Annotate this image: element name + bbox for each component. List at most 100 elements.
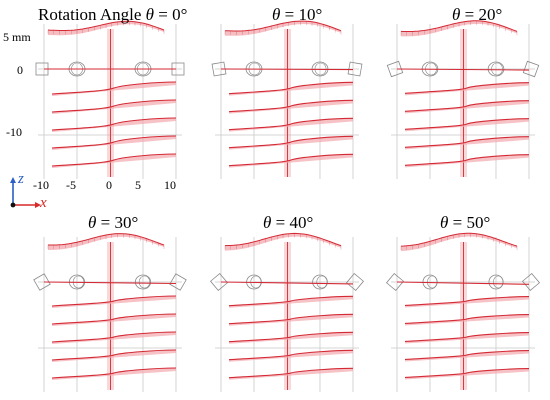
fiber-row-5 (404, 367, 530, 379)
panel-0 (35, 20, 185, 179)
pivot-circle-1 (134, 274, 152, 290)
fiber-wedge-3 (405, 332, 529, 344)
x-tick-0: 0 (106, 178, 112, 192)
fiber-wedge-5 (229, 368, 353, 380)
side-box-0 (209, 272, 229, 292)
fiber-row-2 (228, 313, 354, 325)
fiber-row-1 (228, 295, 354, 307)
side-box-1 (521, 272, 541, 292)
x-axis-label: x (40, 195, 47, 211)
panel-title-1: θ = 10° (272, 5, 323, 24)
fiber-wedge-5 (52, 368, 176, 380)
top-band-edge (400, 20, 518, 32)
fiber-wedge-3 (229, 118, 353, 132)
side-box-1 (345, 272, 365, 292)
fiber-wedge-1 (405, 296, 529, 308)
panel-title-2: θ = 20° (452, 5, 503, 24)
fiber-row-4 (404, 349, 530, 361)
panel-title-4: θ = 40° (263, 213, 314, 232)
side-box-outline-1 (521, 272, 541, 292)
fiber-row-3 (228, 117, 354, 131)
pivot-circle-1 (487, 61, 505, 77)
fiber-row-4 (228, 135, 354, 149)
fiber-row-0 (220, 281, 354, 285)
fiber-wedge-2 (405, 314, 529, 326)
z-tick-0: 0 (17, 63, 23, 77)
fiber-row-0 (43, 281, 177, 285)
top-band-edge (224, 232, 342, 247)
pivot-inner-1 (316, 275, 328, 289)
fiber-row-3 (404, 118, 530, 130)
fiber-row-1 (51, 295, 177, 307)
panel-title-0: Rotation Angle θ = 0° (38, 5, 188, 24)
panel-1 (211, 20, 363, 179)
panel-2 (386, 20, 540, 179)
fiber-row-0 (220, 68, 354, 71)
axis-triad (10, 177, 41, 208)
fiber-wedge-1 (52, 82, 176, 96)
x-tick-10: 10 (164, 178, 176, 192)
fiber-wedge-3 (52, 118, 176, 132)
panel-3 (33, 233, 187, 392)
fiber-row-4 (51, 135, 177, 149)
fiber-wedge-5 (405, 368, 529, 380)
fiber-row-0 (396, 68, 530, 71)
fiber-row-1 (404, 82, 530, 94)
side-box-1 (169, 273, 187, 291)
side-box-outline-0 (386, 60, 404, 78)
fiber-row-4 (51, 349, 177, 361)
side-box-1 (347, 61, 363, 77)
fiber-row-4 (228, 349, 354, 361)
fiber-row-3 (404, 331, 530, 343)
side-box-outline-0 (33, 273, 51, 291)
side-box-outline-1 (522, 60, 540, 78)
fiber-row-5 (404, 154, 530, 166)
fiber-wedge-2 (229, 100, 353, 114)
pivot-inner-1 (138, 275, 151, 289)
fiber-row-5 (51, 153, 177, 167)
side-box-outline-1 (169, 273, 187, 291)
axis-origin (10, 202, 16, 208)
fiber-wedge-5 (52, 154, 176, 168)
fiber-row-2 (51, 313, 177, 325)
fiber-wedge-1 (229, 296, 353, 308)
fiber-wedge-4 (229, 350, 353, 362)
fiber-row-5 (51, 367, 177, 379)
fiber-wedge-2 (52, 314, 176, 326)
fiber-row-3 (51, 117, 177, 131)
fiber-row-2 (228, 99, 354, 113)
fiber-wedge-3 (405, 118, 529, 132)
side-box-outline-0 (211, 61, 227, 77)
side-box-1 (522, 60, 540, 78)
side-box-outline-0 (385, 272, 405, 292)
side-box-outline-0 (209, 272, 229, 292)
pivot-inner-1 (491, 62, 503, 76)
fiber-row-3 (51, 331, 177, 343)
fiber-wedge-2 (52, 100, 176, 114)
fiber-wedge-3 (229, 332, 353, 344)
fiber-row-2 (51, 99, 177, 113)
side-box-outline-1 (347, 61, 363, 77)
z-tick-minus-10: -10 (6, 125, 22, 139)
z-axis-arrowhead (10, 177, 16, 183)
fiber-row-2 (404, 100, 530, 112)
scale-label: 5 mm (3, 30, 31, 44)
side-box-outline-1 (345, 272, 365, 292)
fiber-wedge-5 (405, 154, 529, 168)
fiber-wedge-1 (229, 82, 353, 96)
fiber-row-5 (228, 367, 354, 379)
x-tick-minus-10: -10 (33, 178, 49, 192)
fiber-wedge-4 (405, 350, 529, 362)
panel-title-3: θ = 30° (88, 213, 139, 232)
fiber-wedge-3 (52, 332, 176, 344)
side-box-0 (33, 273, 51, 291)
x-tick-5: 5 (135, 178, 141, 192)
panel-5 (385, 232, 541, 392)
x-tick-minus-5: -5 (66, 178, 76, 192)
fiber-row-1 (228, 81, 354, 95)
fiber-row-1 (51, 81, 177, 95)
fiber-wedge-1 (405, 82, 529, 96)
fiber-row-3 (228, 331, 354, 343)
